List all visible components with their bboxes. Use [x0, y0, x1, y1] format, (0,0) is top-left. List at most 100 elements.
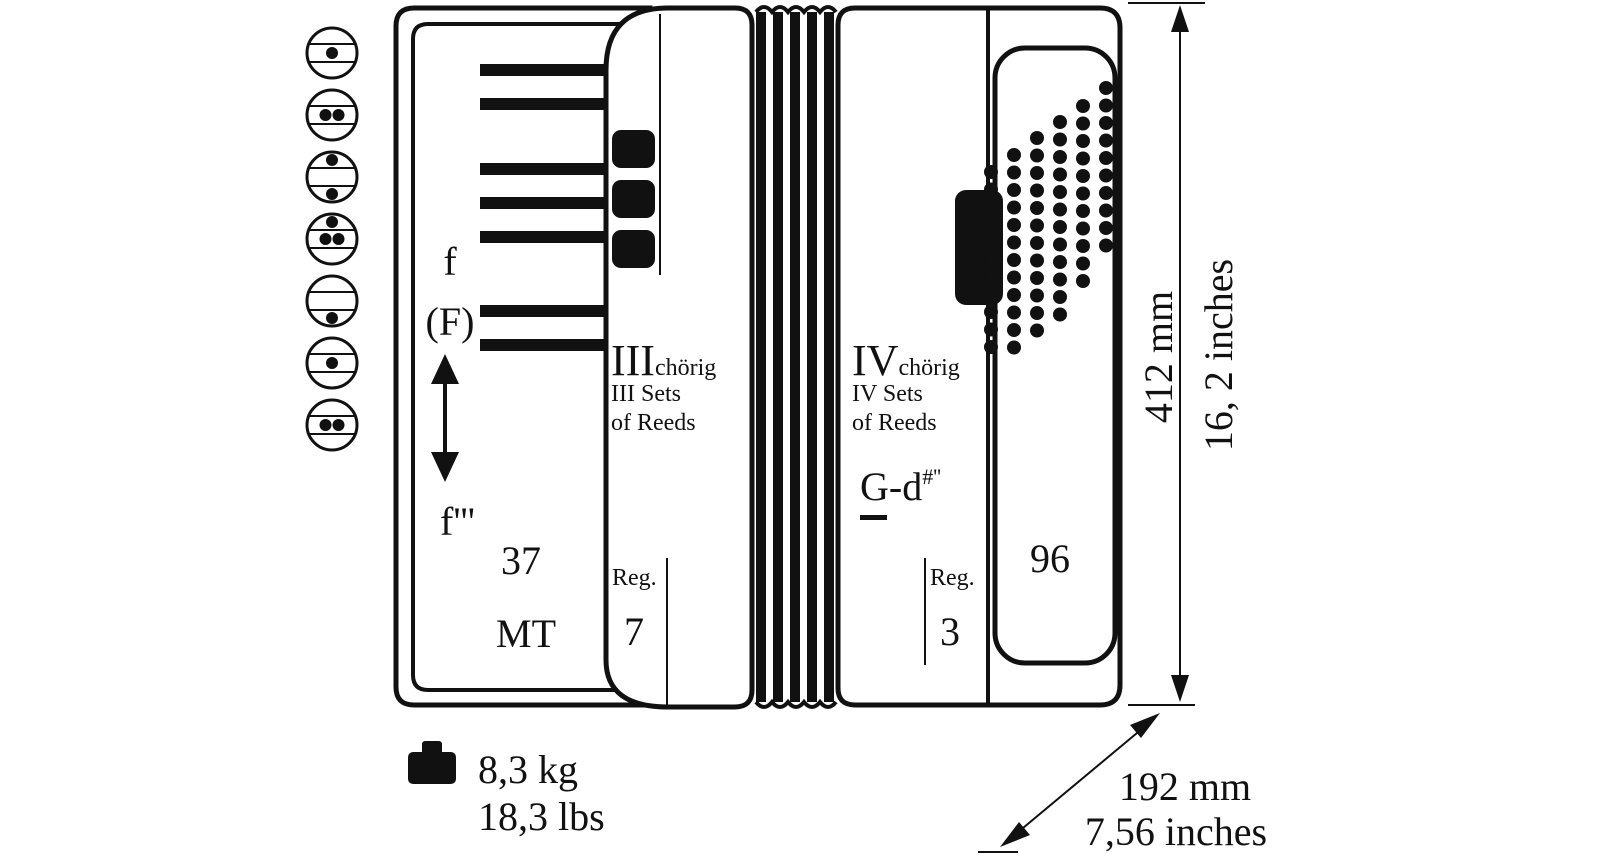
bass-button — [1053, 307, 1067, 322]
bass-button-board — [992, 45, 1118, 666]
height-mm-label: 412 mm — [1136, 291, 1181, 423]
key-bar — [480, 197, 604, 209]
bass-button — [1076, 221, 1090, 236]
bass-button — [1053, 290, 1067, 304]
bass-button — [1030, 201, 1044, 215]
bass-button — [1076, 134, 1090, 148]
weight-info: 8,3 kg 18,3 lbs — [408, 741, 605, 839]
bass-reeds-word: chörig — [898, 355, 959, 381]
register-symbol-icon — [305, 26, 359, 80]
treble-side: f (F) f''' 37 MT IIIchörig III Sets of R… — [393, 5, 755, 710]
bass-button — [1030, 218, 1044, 233]
key-bar — [480, 163, 604, 175]
treble-keys-count: 37 — [501, 538, 541, 583]
depth-in-label: 7,56 inches — [1085, 809, 1267, 854]
weight-lbs-label: 18,3 lbs — [478, 794, 605, 839]
bass-button — [1053, 237, 1067, 252]
register-symbol-icon — [305, 88, 359, 142]
bellows-fold — [807, 12, 817, 702]
bass-button — [1076, 186, 1090, 201]
key-bar — [480, 98, 604, 110]
bass-button — [1053, 167, 1067, 182]
treble-register-count: 7 — [624, 609, 644, 654]
bass-button — [1030, 183, 1044, 198]
bass-button — [1007, 218, 1021, 232]
bass-button — [1076, 99, 1090, 113]
bellows-fold — [824, 12, 834, 702]
bass-reeds-heading: IVchörig — [852, 336, 960, 385]
treble-register-label: Reg. — [612, 565, 657, 591]
bass-button — [1099, 81, 1113, 95]
bass-button — [1099, 133, 1113, 148]
range-arrow-up-icon — [431, 354, 459, 384]
bellows-fold — [773, 12, 783, 702]
bass-button — [984, 305, 998, 319]
bass-buttons-count: 96 — [1030, 536, 1070, 581]
bass-button — [1076, 151, 1090, 166]
bass-button — [1053, 132, 1067, 147]
register-dot — [332, 109, 345, 121]
register-dot — [332, 233, 345, 245]
bellows-bottom-edge — [754, 698, 838, 709]
bass-button — [1099, 203, 1113, 218]
register-symbol-icon — [305, 150, 359, 204]
bass-button — [1030, 288, 1044, 303]
bass-button — [984, 200, 998, 214]
treble-body-inner — [411, 22, 652, 692]
height-in-label: 16, 2 inches — [1196, 259, 1241, 451]
bass-reeds-roman: IV — [852, 336, 899, 385]
treble-reeds-roman: III — [611, 336, 655, 385]
register-dot — [319, 419, 332, 431]
bass-button — [984, 252, 998, 267]
bass-button — [1053, 115, 1067, 129]
bass-button — [1053, 202, 1067, 217]
bass-button — [1007, 340, 1021, 355]
bass-button — [1007, 200, 1021, 215]
bass-button — [1053, 272, 1067, 287]
bass-button — [1030, 323, 1044, 338]
bass-button — [1030, 253, 1044, 268]
bass-button — [984, 322, 998, 337]
bass-button — [1030, 166, 1044, 180]
treble-reeds-en-line1: III Sets — [611, 381, 681, 407]
bass-button — [1099, 98, 1113, 113]
register-dot — [326, 216, 338, 228]
bass-button — [1053, 220, 1067, 234]
range-arrow-down-icon — [431, 452, 459, 482]
register-dot — [326, 312, 338, 324]
range-bottom-label: f''' — [440, 499, 475, 544]
bass-button — [1053, 255, 1067, 269]
keyboard-keys — [480, 64, 604, 351]
bass-button — [984, 165, 998, 179]
tuning-label: MT — [496, 611, 556, 656]
bass-button — [1030, 148, 1044, 163]
bass-button — [1076, 256, 1090, 271]
bass-button — [1030, 306, 1044, 320]
depth-dim-arrow-down-icon — [1000, 822, 1030, 847]
bass-reeds-en-line2: of Reeds — [852, 410, 937, 436]
range-top-label: f — [443, 239, 457, 284]
register-switch-icon — [612, 230, 655, 268]
register-dot — [332, 419, 345, 431]
treble-reeds-en-line2: of Reeds — [611, 410, 696, 436]
bass-range-label: G-d#'' — [860, 464, 941, 509]
bass-button — [1030, 131, 1044, 145]
bass-button — [1099, 221, 1113, 235]
bass-button — [984, 217, 998, 232]
bass-button — [1007, 305, 1021, 320]
register-dot — [319, 109, 332, 121]
key-bar — [480, 305, 604, 317]
bass-register-label: Reg. — [930, 565, 975, 591]
key-bar — [480, 339, 604, 351]
register-dot — [326, 154, 338, 166]
bellows — [754, 5, 838, 709]
register-switch-icon — [612, 130, 655, 168]
bass-button-grid — [984, 81, 1113, 355]
bass-button — [1053, 150, 1067, 164]
depth-dim-line — [1016, 727, 1144, 834]
bellows-top-edge — [754, 5, 838, 16]
treble-reeds-heading: IIIchörig — [611, 336, 716, 385]
bass-button — [1099, 168, 1113, 183]
bass-button — [984, 182, 998, 197]
